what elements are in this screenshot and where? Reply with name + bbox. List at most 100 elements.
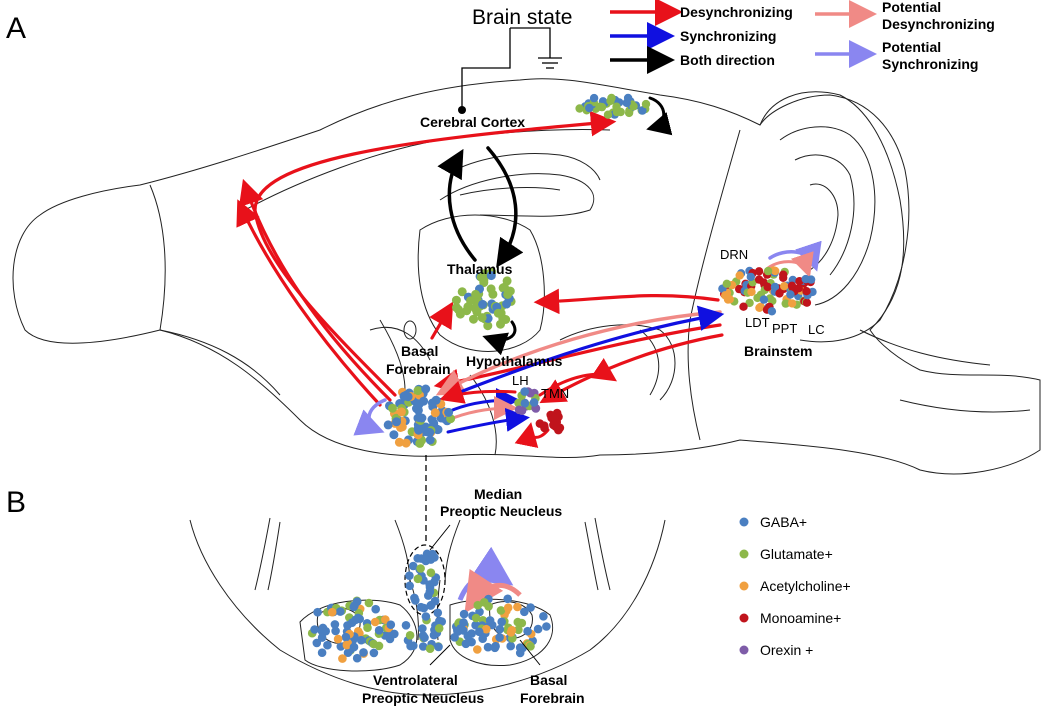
cell-dot xyxy=(471,613,481,623)
bf-to-tmn-arrow xyxy=(446,407,530,434)
cell-dot xyxy=(486,271,496,281)
label-vlpo-1: Ventrolateral xyxy=(373,672,458,688)
cell-dot xyxy=(612,102,621,111)
legend-potential-sync-label-1: Potential xyxy=(882,39,941,55)
cell-dot xyxy=(396,407,406,417)
panel-label-a: A xyxy=(6,12,26,45)
panel-b-pointers xyxy=(429,524,541,666)
legend-potential-desync-label-1: Potential xyxy=(882,0,941,15)
cell-dot xyxy=(422,427,432,437)
cell-dot xyxy=(502,276,512,286)
legend-label-2: Acetylcholine+ xyxy=(760,578,851,594)
cell-dot xyxy=(430,408,440,418)
cell-dot xyxy=(401,438,411,448)
brainstem-to-bf-potential-arrow xyxy=(435,310,722,396)
legend-label-4: Orexin + xyxy=(760,642,813,658)
cell-dot xyxy=(469,314,478,324)
label-basal-2: Forebrain xyxy=(386,361,451,377)
thalamus-to-cortex-arrow xyxy=(437,148,477,262)
cell-dot xyxy=(383,420,393,430)
tmn-cells xyxy=(535,408,565,435)
cell-dot xyxy=(317,626,327,636)
cell-dot xyxy=(477,313,487,323)
cell-dot xyxy=(426,568,436,577)
bf-to-thalamus-arrow xyxy=(429,301,454,340)
cell-dot xyxy=(317,633,327,642)
cell-dot xyxy=(317,648,327,657)
electrode-dot xyxy=(458,106,466,114)
cell-dot xyxy=(333,634,343,644)
lh-to-bf-arrow xyxy=(439,380,517,404)
cell-dot xyxy=(540,423,549,433)
brainstem-to-lh-arrow xyxy=(539,333,724,404)
cell-dot xyxy=(369,648,379,658)
cell-dot xyxy=(786,290,795,299)
cell-dot xyxy=(595,102,604,111)
cell-dot xyxy=(495,633,504,642)
cell-dot xyxy=(455,309,465,319)
cell-dot xyxy=(364,598,374,608)
cell-dot xyxy=(754,267,764,276)
cell-dot xyxy=(336,607,345,616)
cell-dot xyxy=(478,634,488,643)
label-hypothalamus: Hypothalamus xyxy=(466,353,563,369)
cell-dot xyxy=(490,643,500,653)
cell-dot xyxy=(624,108,634,118)
cell-dot xyxy=(472,307,482,317)
cell-dot xyxy=(313,607,322,617)
legend-swatch-2 xyxy=(739,581,749,591)
label-tmn: TMN xyxy=(541,386,569,401)
cortex-cells xyxy=(575,93,651,119)
cell-dot xyxy=(520,387,529,396)
thalamus-cells xyxy=(451,267,516,331)
cell-dot xyxy=(369,639,378,649)
cell-clusters-a xyxy=(383,93,817,448)
cell-dot xyxy=(414,425,424,435)
cell-dot xyxy=(550,413,559,423)
tmn-self-arrow xyxy=(514,422,550,448)
cell-dot xyxy=(381,615,390,624)
cell-dot xyxy=(416,564,425,573)
cell-dot xyxy=(425,580,435,589)
cell-dot xyxy=(542,622,551,631)
legend-swatch-4 xyxy=(739,645,749,655)
cell-dot xyxy=(488,289,498,299)
cell-dot xyxy=(356,635,366,645)
cell-dot xyxy=(359,648,368,657)
cell-dot xyxy=(723,295,733,304)
label-mnpo-2: Preoptic Neucleus xyxy=(440,503,562,519)
cell-dot xyxy=(802,287,811,296)
brain-state-connector xyxy=(461,27,562,108)
cortex-to-thalamus-arrow xyxy=(486,146,524,268)
cell-dot xyxy=(351,615,360,625)
cell-dot xyxy=(767,307,777,316)
cell-dot xyxy=(342,640,352,650)
cell-dot xyxy=(352,653,362,663)
legend-label-0: GABA+ xyxy=(760,514,807,530)
panel-b-arrows xyxy=(457,546,522,614)
cell-dot xyxy=(787,299,797,308)
cell-dot xyxy=(327,607,337,617)
label-ppt: PPT xyxy=(772,321,797,336)
cell-dot xyxy=(392,417,401,427)
cell-dot xyxy=(350,601,359,610)
cell-dot xyxy=(754,275,764,284)
cell-dot xyxy=(603,110,613,119)
cell-dot xyxy=(471,289,481,299)
cell-dot xyxy=(461,639,471,649)
cell-dot xyxy=(756,302,765,311)
cell-dot xyxy=(413,386,423,396)
vlpo-potential-desync-arrow xyxy=(464,568,522,614)
cell-dot xyxy=(473,600,483,610)
cell-dot xyxy=(502,299,512,309)
cell-dot xyxy=(370,617,380,627)
legend-desync-label: Desynchronizing xyxy=(680,4,793,20)
cell-dot xyxy=(435,616,444,626)
cell-dot xyxy=(414,413,424,423)
cell-dot xyxy=(476,272,486,282)
cell-dot xyxy=(388,403,397,413)
cell-dot xyxy=(413,574,423,584)
cell-dot xyxy=(503,289,513,299)
bf-to-lh-potential-arrow xyxy=(446,396,518,422)
